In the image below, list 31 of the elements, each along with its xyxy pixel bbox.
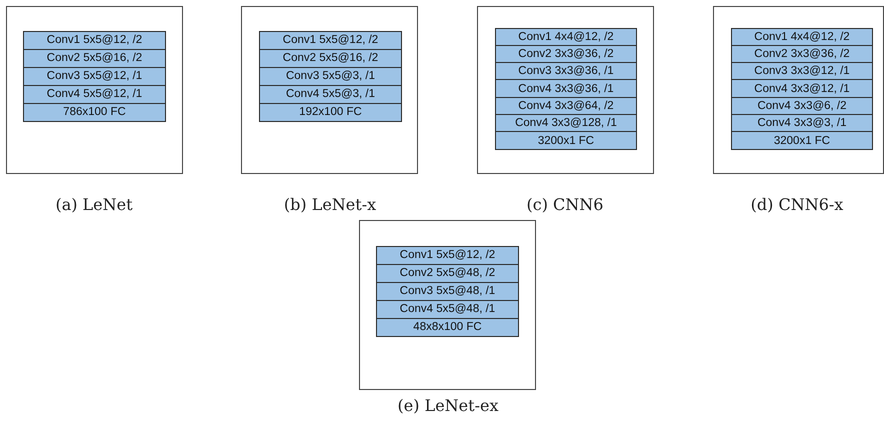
layer-box: Conv4 5x5@3, /1	[259, 84, 402, 104]
layer-box: Conv3 5x5@48, /1	[376, 282, 519, 301]
layer-box: Conv4 5x5@48, /1	[376, 300, 519, 319]
panel-frame	[713, 6, 884, 174]
layer-box: Conv1 5x5@12, /2	[23, 30, 166, 50]
layer-box: 786x100 FC	[23, 102, 166, 122]
panel-frame	[6, 6, 183, 174]
panel-caption: (c) CNN6	[526, 195, 604, 214]
layer-box: Conv4 5x5@12, /1	[23, 84, 166, 104]
panel-frame	[477, 6, 654, 174]
layer-box: Conv1 4x4@12, /2	[731, 28, 873, 46]
layer-box: 48x8x100 FC	[376, 318, 519, 337]
layer-box: Conv4 3x3@12, /1	[731, 79, 873, 98]
layer-box: Conv1 5x5@12, /2	[259, 30, 402, 50]
layer-box: 3200x1 FC	[731, 131, 873, 150]
layer-box: Conv2 5x5@48, /2	[376, 264, 519, 283]
layer-box: Conv3 5x5@12, /1	[23, 66, 166, 86]
layer-box: 192x100 FC	[259, 102, 402, 122]
layer-box: Conv2 5x5@16, /2	[259, 48, 402, 68]
panel-caption: (b) LeNet-x	[284, 195, 376, 214]
layer-box: Conv1 4x4@12, /2	[495, 28, 637, 46]
layer-box: Conv3 5x5@3, /1	[259, 66, 402, 86]
panel-caption: (a) LeNet	[55, 195, 133, 214]
panel-caption: (e) LeNet-ex	[398, 396, 498, 415]
layer-box: Conv1 5x5@12, /2	[376, 246, 519, 265]
panel-caption: (d) CNN6-x	[750, 195, 844, 214]
layer-box: Conv4 3x3@36, /1	[495, 79, 637, 98]
panel-frame	[359, 220, 536, 390]
layer-box: Conv2 5x5@16, /2	[23, 48, 166, 68]
panel-frame	[241, 6, 418, 174]
layer-box: 3200x1 FC	[495, 131, 637, 150]
